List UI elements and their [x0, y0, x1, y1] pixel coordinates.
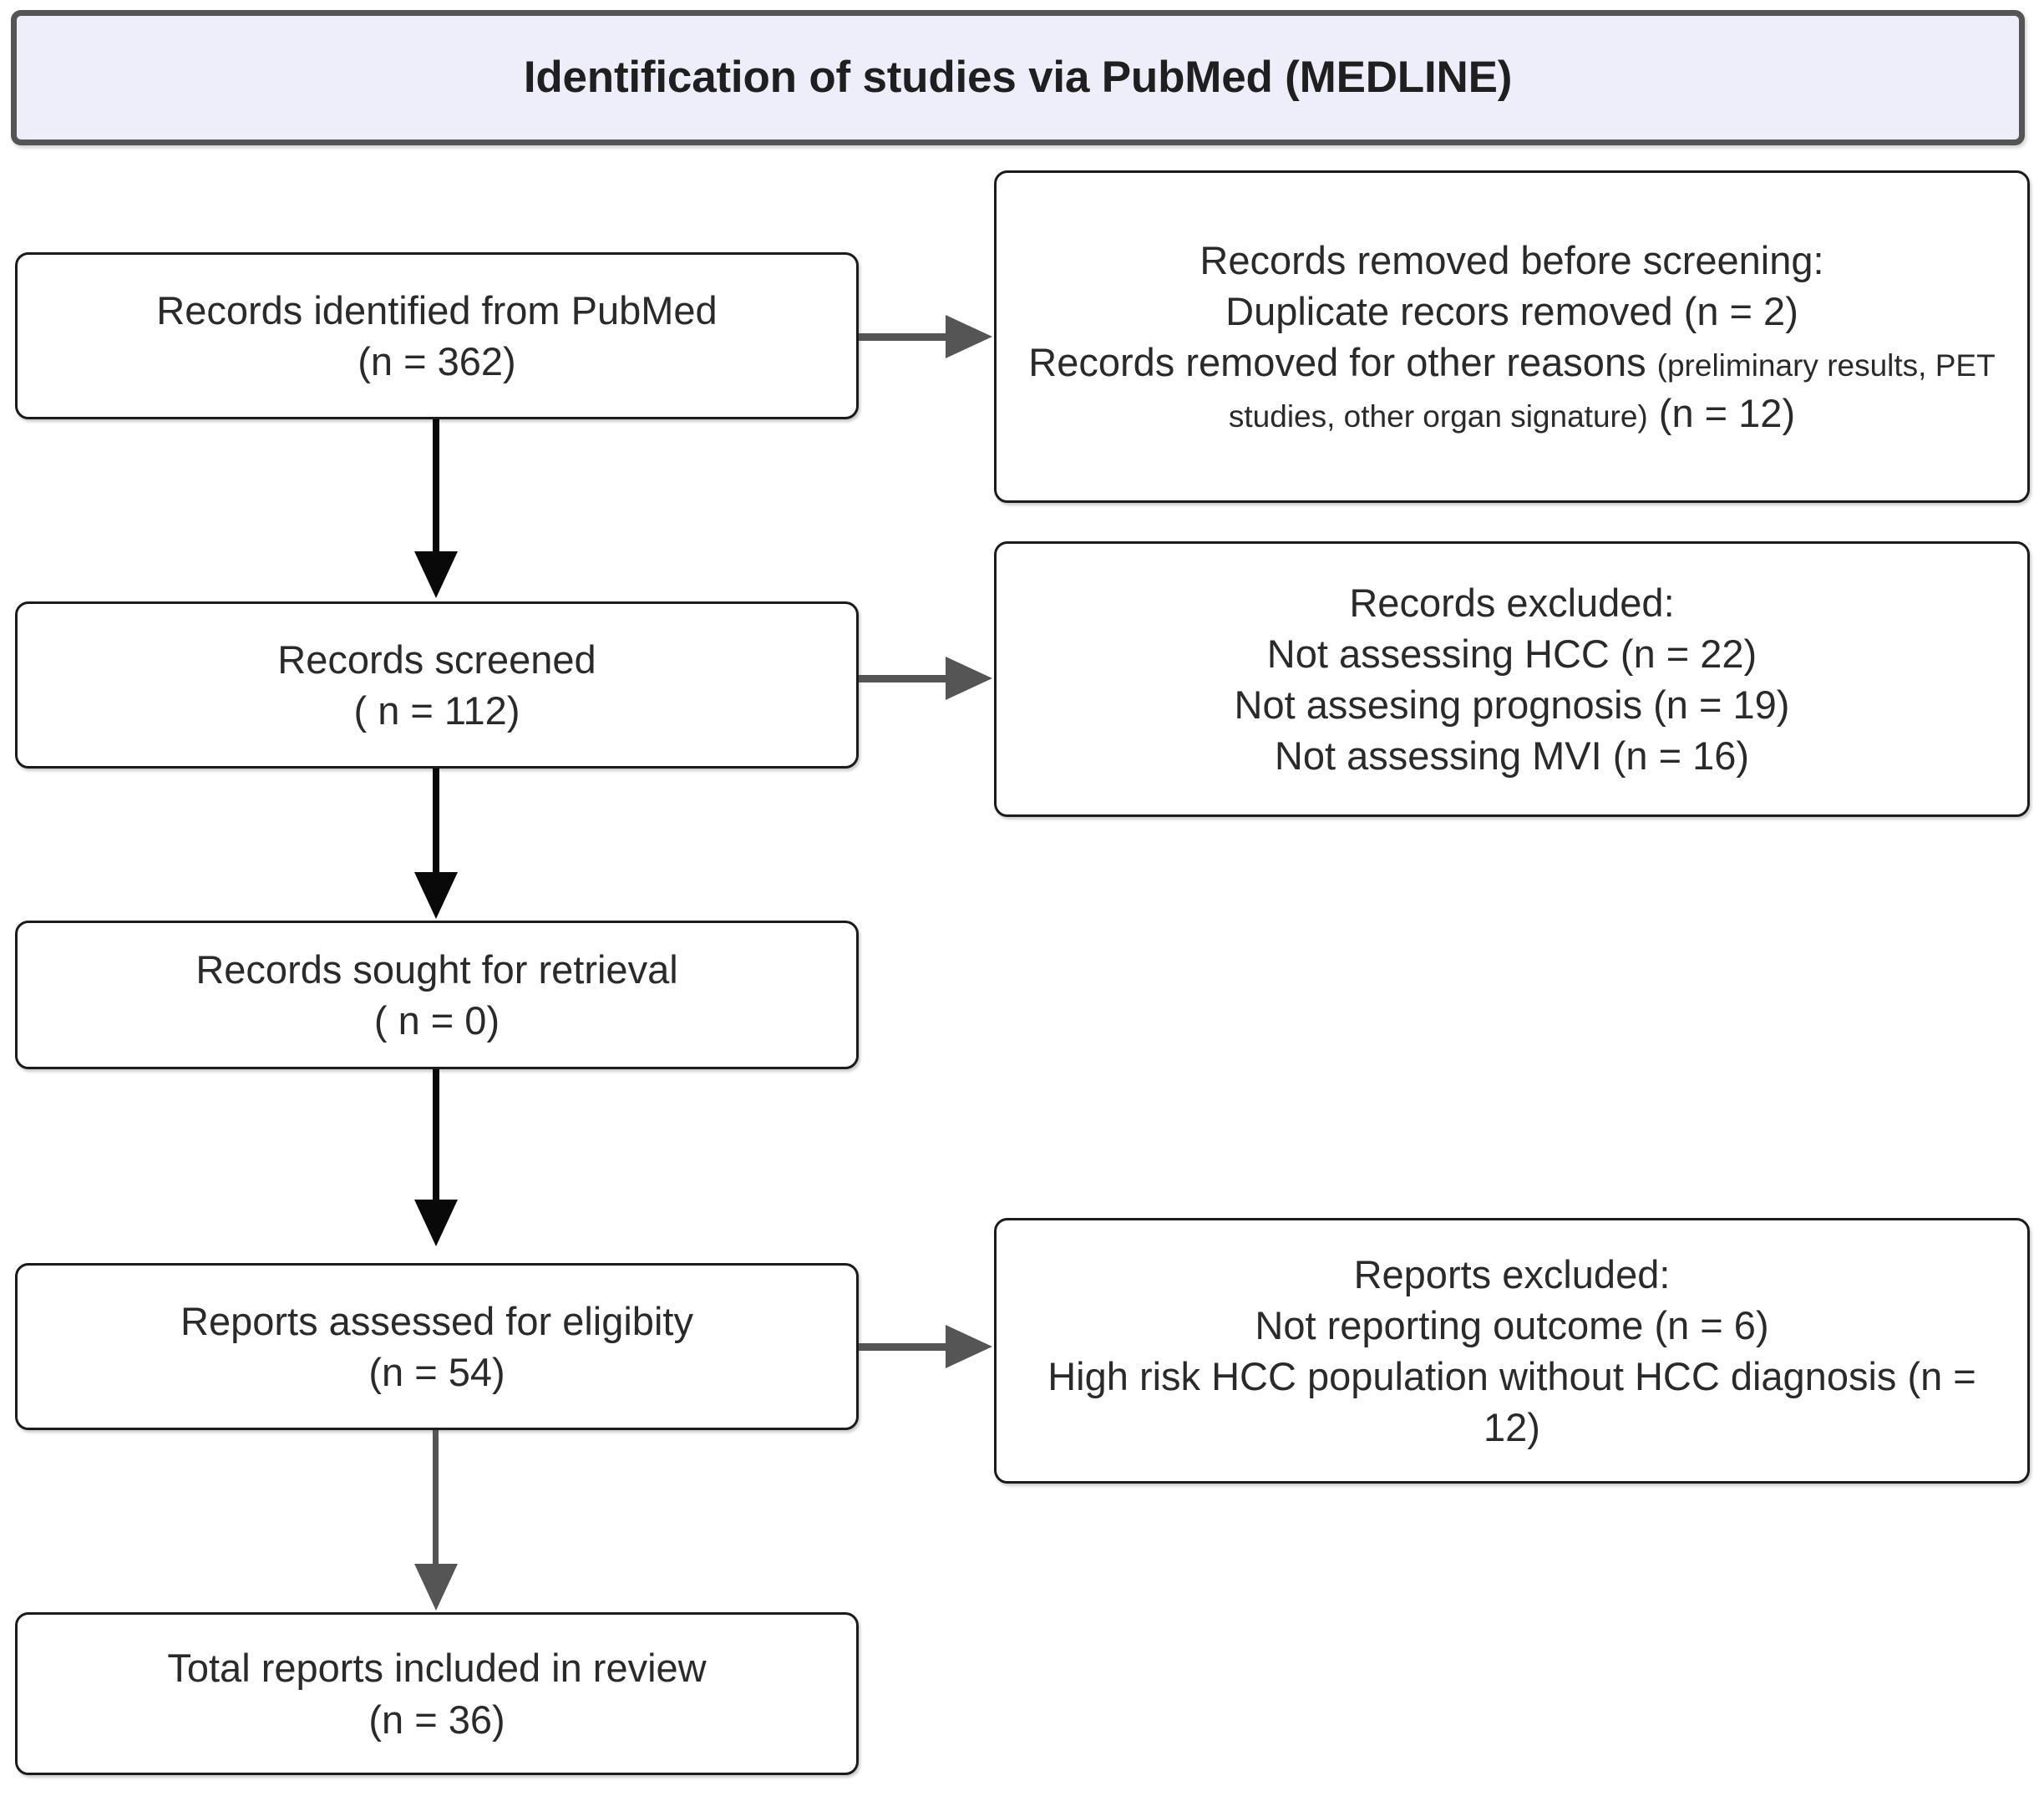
box-reports-assessed-for-eligibility-label: Reports assessed for eligibity (n = 54)	[180, 1298, 693, 1394]
box-records-identified: Records identified from PubMed (n = 362)	[15, 252, 859, 419]
page-title: Identification of studies via PubMed (ME…	[523, 52, 1513, 102]
arrow-screened-to-sought-head	[414, 872, 458, 919]
arrow-sought-to-assessed-head	[414, 1200, 458, 1246]
arrow-screened-to-excluded-shaft	[859, 675, 947, 682]
removed-before-main-text: Records removed before screening: Duplic…	[1028, 237, 1824, 384]
box-records-removed-before-screening: Records removed before screening: Duplic…	[994, 170, 2030, 503]
arrow-assessed-to-included-shaft	[433, 1430, 439, 1565]
box-records-removed-before-screening-label: Records removed before screening: Duplic…	[997, 231, 2027, 442]
arrow-sought-to-assessed-shaft	[433, 1069, 439, 1201]
box-records-sought-for-retrieval: Records sought for retrieval ( n = 0)	[15, 921, 859, 1069]
box-records-screened: Records screened ( n = 112)	[15, 601, 859, 769]
box-records-sought-for-retrieval-label: Records sought for retrieval ( n = 0)	[195, 946, 678, 1043]
removed-before-count-text: (n = 12)	[1647, 391, 1796, 436]
arrow-identified-to-screened-head	[414, 551, 458, 598]
box-records-excluded: Records excluded: Not assessing HCC (n =…	[994, 541, 2030, 817]
box-records-screened-label: Records screened ( n = 112)	[277, 637, 596, 733]
box-total-reports-included-label: Total reports included in review (n = 36…	[167, 1646, 707, 1742]
box-records-identified-label: Records identified from PubMed (n = 362)	[156, 287, 718, 383]
arrow-assessed-to-reports-excluded-shaft	[859, 1343, 947, 1351]
box-total-reports-included: Total reports included in review (n = 36…	[15, 1612, 859, 1775]
arrow-identified-to-screened-shaft	[433, 419, 439, 553]
identification-header-banner: Identification of studies via PubMed (ME…	[11, 10, 2025, 145]
arrow-identified-to-removed-shaft	[859, 333, 947, 341]
arrow-screened-to-excluded-head	[946, 657, 992, 700]
arrow-identified-to-removed-head	[946, 315, 992, 358]
box-reports-excluded: Reports excluded: Not reporting outcome …	[994, 1218, 2030, 1484]
removed-before-small-text: (preliminary results, PET studies, other…	[1228, 348, 1996, 434]
box-records-excluded-label: Records excluded: Not assessing HCC (n =…	[1234, 580, 1790, 779]
box-reports-assessed-for-eligibility: Reports assessed for eligibity (n = 54)	[15, 1263, 859, 1430]
arrow-assessed-to-included-head	[414, 1564, 458, 1611]
box-reports-excluded-label: Reports excluded: Not reporting outcome …	[1047, 1251, 1976, 1450]
arrow-assessed-to-reports-excluded-head	[946, 1325, 992, 1368]
arrow-screened-to-sought-shaft	[433, 769, 439, 874]
